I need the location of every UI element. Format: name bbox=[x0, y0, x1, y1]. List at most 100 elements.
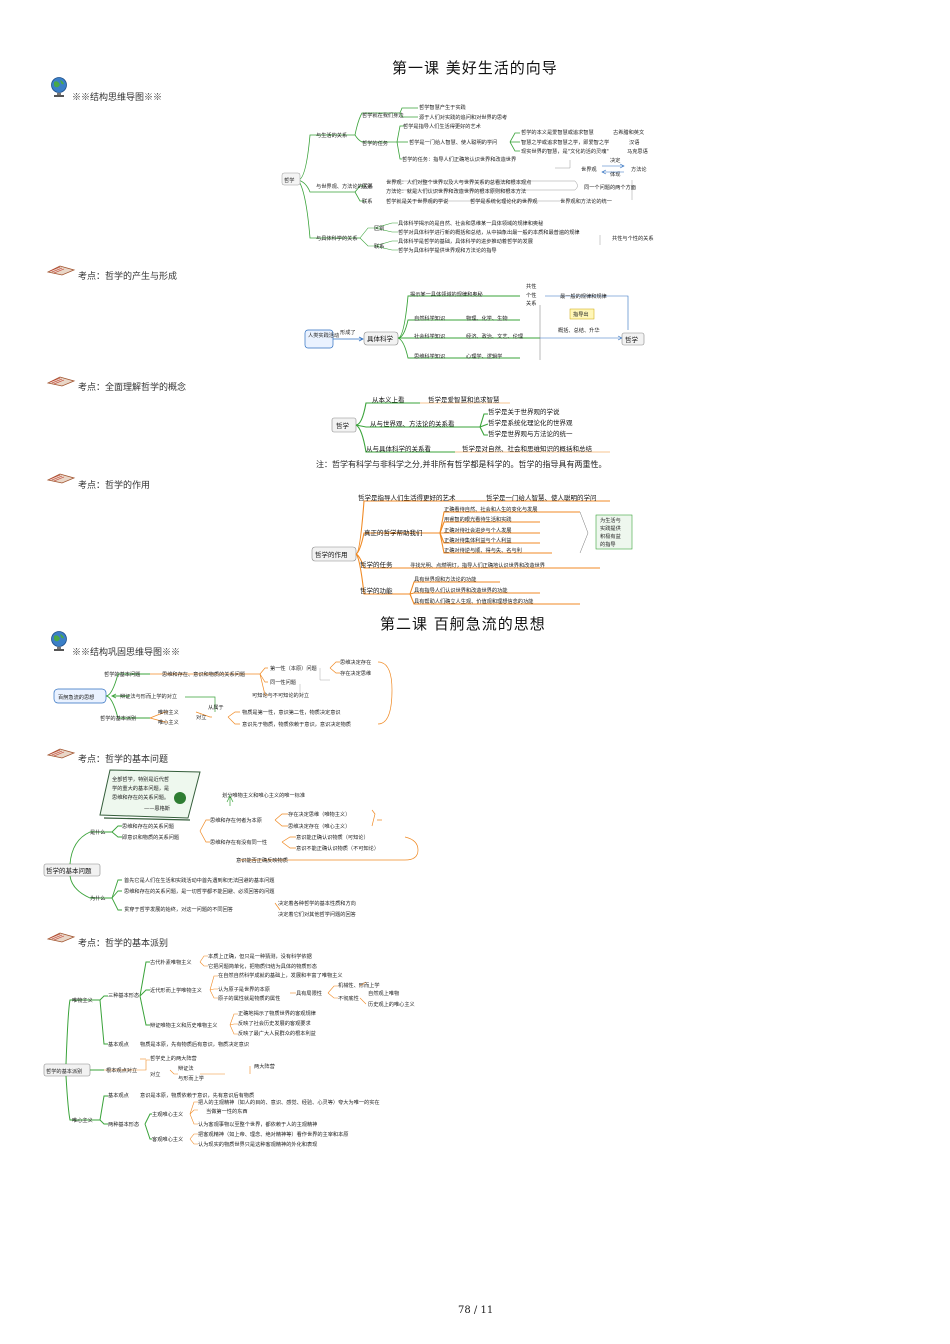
map1-node: 哲学的任务：指导人们正确地认识世界和改造世界 bbox=[402, 155, 516, 163]
map1-node: 区别 bbox=[374, 224, 384, 232]
map2-philosophy: 哲学 bbox=[625, 335, 639, 344]
map5-node: 物质是第一性，意识第二性，物质决定意识 bbox=[242, 708, 341, 716]
section-schools: 考点：哲学的基本派别 bbox=[78, 939, 169, 949]
map5-node: 第一性（本原）问题 bbox=[270, 664, 317, 672]
map1-node: 现实世界的智慧，是"文化的活的灵魂" bbox=[521, 147, 609, 155]
map6-book-author: ——恩格斯 bbox=[144, 804, 170, 812]
map1-node: 具体科学是哲学的基础，具体科学的进步推动着哲学的发展 bbox=[398, 237, 533, 245]
map5-node: 唯物主义 bbox=[158, 708, 179, 716]
map6-node: 首先它是人们在生活和实践活动中首先遇到和无法回避的基本问题 bbox=[124, 876, 274, 884]
map6-node: 思维和存在何者为本原 bbox=[210, 816, 262, 824]
map1-node: 世界观 bbox=[581, 165, 597, 173]
map7-node: 当做第一性的东西 bbox=[206, 1107, 248, 1115]
map7-node: 正确地揭示了物质世界的客观规律 bbox=[238, 1009, 316, 1017]
map6-root: 哲学的基本问题 bbox=[46, 866, 92, 875]
map2-node: 揭示某一具体领域的规律和奥秘 bbox=[410, 290, 483, 298]
map1-root: 哲学 bbox=[284, 176, 294, 184]
map5-node: 存在决定思维 bbox=[340, 669, 371, 677]
map2-node: 最一般的规律和规律 bbox=[560, 292, 607, 300]
map6-node: 决定着它们对其他哲学问题的回答 bbox=[278, 910, 357, 918]
map6-node: 思维和存在有没有同一性 bbox=[210, 838, 267, 846]
map6-node: 是什么 bbox=[90, 828, 106, 836]
map3-root: 哲学 bbox=[336, 421, 350, 430]
map7-node: 两大阵营 bbox=[254, 1062, 275, 1070]
page-number: 78 / 11 bbox=[458, 1305, 494, 1316]
map2-node: 指导出 bbox=[573, 310, 589, 318]
map7-node: 物质是本原，先有物质后有意识，物质决定意识 bbox=[140, 1040, 249, 1048]
map1-node: 方法论 bbox=[631, 165, 647, 173]
map7-node: 认为客观事物以至整个世界，都依赖于人的主观精神 bbox=[198, 1120, 317, 1128]
map4-node: 真正的哲学帮助我们 bbox=[364, 528, 423, 537]
map6-node: 即意识和物质的关系问题 bbox=[122, 833, 179, 841]
map4-node: 正确对待逆与顺、得与失、名与利 bbox=[444, 546, 522, 554]
map7-node: 唯心主义 bbox=[72, 1116, 93, 1124]
map1-node: 世界观和方法论的统一 bbox=[560, 197, 612, 205]
map7-node: 在自然自然科学成就的基础上，发展和丰富了唯物主义 bbox=[218, 971, 343, 979]
map2-node: 物理、化学、生物 bbox=[466, 314, 508, 322]
section-structure: ※※结构思维导图※※ bbox=[72, 93, 163, 103]
lesson2-title: 第二课 百舸急流的思想 bbox=[380, 615, 546, 633]
map6-node: 思维决定存在（唯心主义） bbox=[288, 822, 350, 830]
map7-node: 近代形而上学唯物主义 bbox=[150, 986, 202, 994]
map6-node: 意识能正确认识物质（可知论） bbox=[296, 833, 369, 841]
map7-node: 自然观上唯物 bbox=[368, 989, 399, 997]
map4-node: 正确对待社会进步与个人发展 bbox=[444, 526, 511, 534]
map7-node: 反映了社会历史发展的客观要求 bbox=[238, 1019, 311, 1027]
map5-node: 哲学的基本派别 bbox=[100, 714, 136, 722]
map1-node: 哲学的任务 bbox=[362, 139, 388, 147]
map1-node: 联系 bbox=[362, 197, 372, 205]
map4-node: 寻找光明、点燃明灯，指导人们正确地认识世界和改造世界 bbox=[410, 561, 545, 569]
map4-root: 哲学的作用 bbox=[315, 550, 348, 559]
map4-node: 哲学的任务 bbox=[360, 560, 393, 569]
map5-node: 意识先于物质，物质依赖于意识，意识决定物质 bbox=[242, 720, 351, 728]
map6-node: 思维和存在的关系问题 bbox=[122, 822, 174, 830]
map7-node: 客观唯心主义 bbox=[152, 1135, 183, 1143]
map1-node: 哲学智慧产生于实践 bbox=[419, 103, 466, 111]
map1-node: 哲学是指导人们生活得更好的艺术 bbox=[403, 122, 481, 130]
book-icon bbox=[46, 265, 76, 276]
map2-node: 社会科学知识 bbox=[414, 332, 445, 340]
map2-node: 思维科学知识 bbox=[414, 352, 445, 360]
map5-node: 辩证法与形而上学的对立 bbox=[120, 692, 177, 700]
map7-node: 唯物主义 bbox=[72, 996, 93, 1004]
map3-node: 哲学是爱智慧和追求智慧 bbox=[428, 395, 500, 404]
map7-node: 它把问题简单化，把物质归结为具体的物质形态 bbox=[208, 962, 317, 970]
map7-node: 辩证唯物主义和历史唯物主义 bbox=[150, 1021, 217, 1029]
map7-node: 辩证法 bbox=[178, 1064, 194, 1072]
map7-node: 根本观点对立 bbox=[106, 1066, 137, 1074]
map7-node: 具有局限性 bbox=[296, 989, 322, 997]
map1-node: 马克思语 bbox=[627, 147, 648, 155]
book-icon bbox=[46, 473, 76, 484]
map7-node: 两种基本形态 bbox=[108, 1120, 139, 1128]
map7-node: 意识是本原，物质依赖于意识，先有意识后有物质 bbox=[140, 1091, 254, 1099]
map1-node: 古希腊和英文 bbox=[613, 128, 645, 136]
map1-node: 哲学就在我们身边 bbox=[362, 111, 404, 119]
map4-node: 哲学是一门给人智慧、使人聪明的学问 bbox=[486, 493, 597, 502]
map4-node: 具有帮助人们确立人生观、价值观和理想信念的功能 bbox=[414, 597, 533, 605]
map6-node: 为什么 bbox=[90, 894, 106, 902]
map3-node: 从与具体科学的关系看 bbox=[366, 444, 432, 453]
map5-node: 同一性问题 bbox=[270, 678, 296, 686]
globe-icon bbox=[51, 631, 67, 651]
map4-node: 正确对待集体利益与个人利益 bbox=[444, 536, 511, 544]
map7-node: 历史观上的唯心主义 bbox=[368, 1000, 415, 1008]
map1-node: 哲学是系统化理论化的世界观 bbox=[470, 197, 538, 205]
map6-node: 决定着各种哲学的基本性质和方向 bbox=[278, 899, 356, 907]
map7-node: 反映了最广大人民群众的根本利益 bbox=[238, 1029, 316, 1037]
map2-node: 心理学、逻辑学 bbox=[466, 352, 502, 360]
map7-node: 基本观点 bbox=[108, 1040, 129, 1048]
map4-node: 具有指导人们认识世界和改造世界的功能 bbox=[414, 586, 507, 594]
map2-science: 具体科学 bbox=[367, 334, 394, 343]
map5-node: 对立 bbox=[196, 713, 206, 721]
map3-node: 从与世界观、方法论的关系看 bbox=[370, 419, 455, 428]
map2-node: 自然科学知识 bbox=[414, 314, 445, 322]
map1-node: 决定 bbox=[610, 156, 620, 164]
section-basic-question: 考点：哲学的基本问题 bbox=[78, 755, 169, 765]
map1-node: 哲学的本义是爱智慧或追求智慧 bbox=[521, 128, 594, 136]
